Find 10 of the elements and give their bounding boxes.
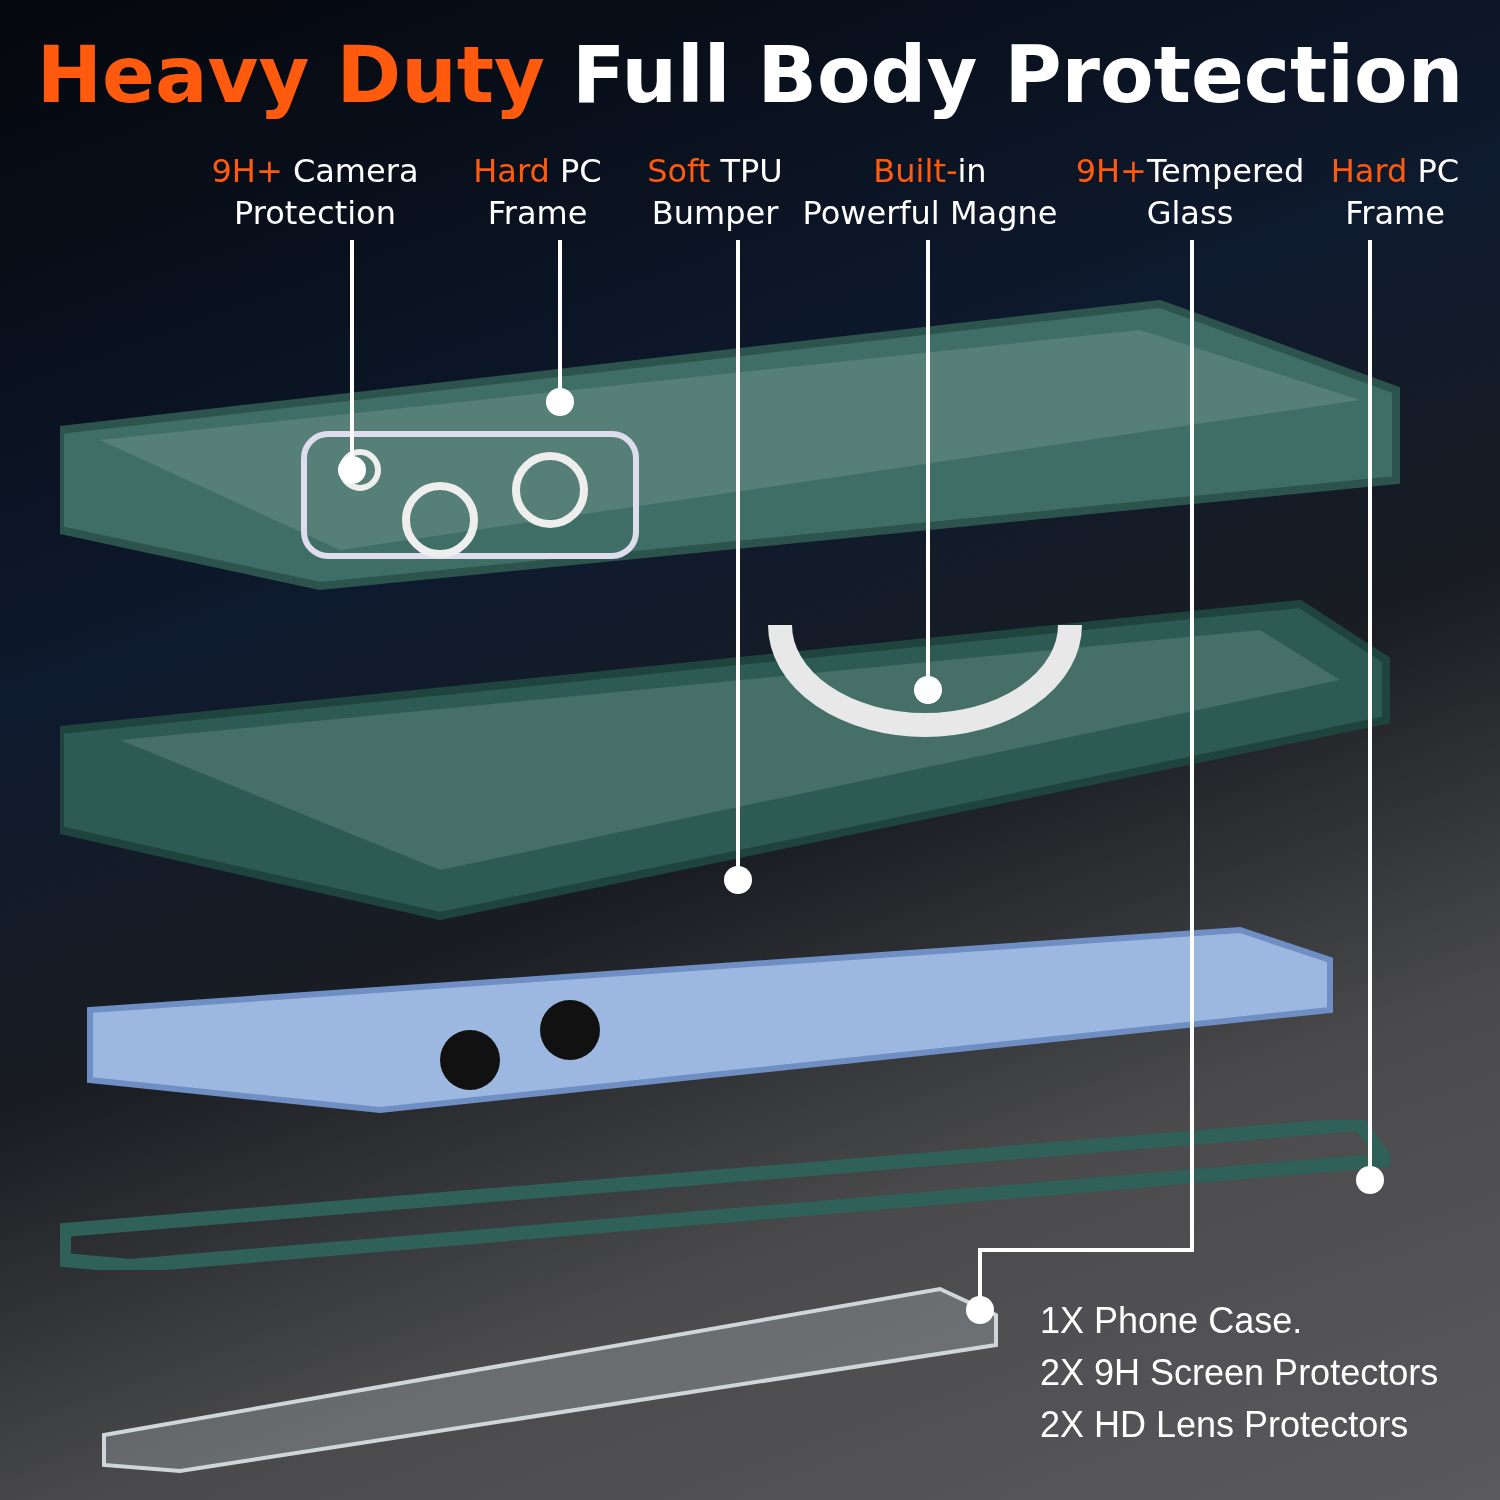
callout-label: 9H+ Camera Protection bbox=[190, 150, 440, 234]
tpu-bumper-drawing bbox=[60, 600, 1390, 920]
contents-note: 1X Phone Case. bbox=[1040, 1300, 1303, 1342]
contents-note: 2X 9H Screen Protectors bbox=[1040, 1352, 1439, 1394]
screen-protector-drawing bbox=[100, 1285, 1000, 1475]
lens-protector-drawing bbox=[300, 430, 640, 560]
front-frame-drawing bbox=[60, 1120, 1390, 1270]
heading: Heavy Duty Full Body Protection bbox=[35, 30, 1465, 120]
back-shell-drawing bbox=[60, 300, 1400, 590]
contents-note: 2X HD Lens Protectors bbox=[1040, 1404, 1409, 1446]
